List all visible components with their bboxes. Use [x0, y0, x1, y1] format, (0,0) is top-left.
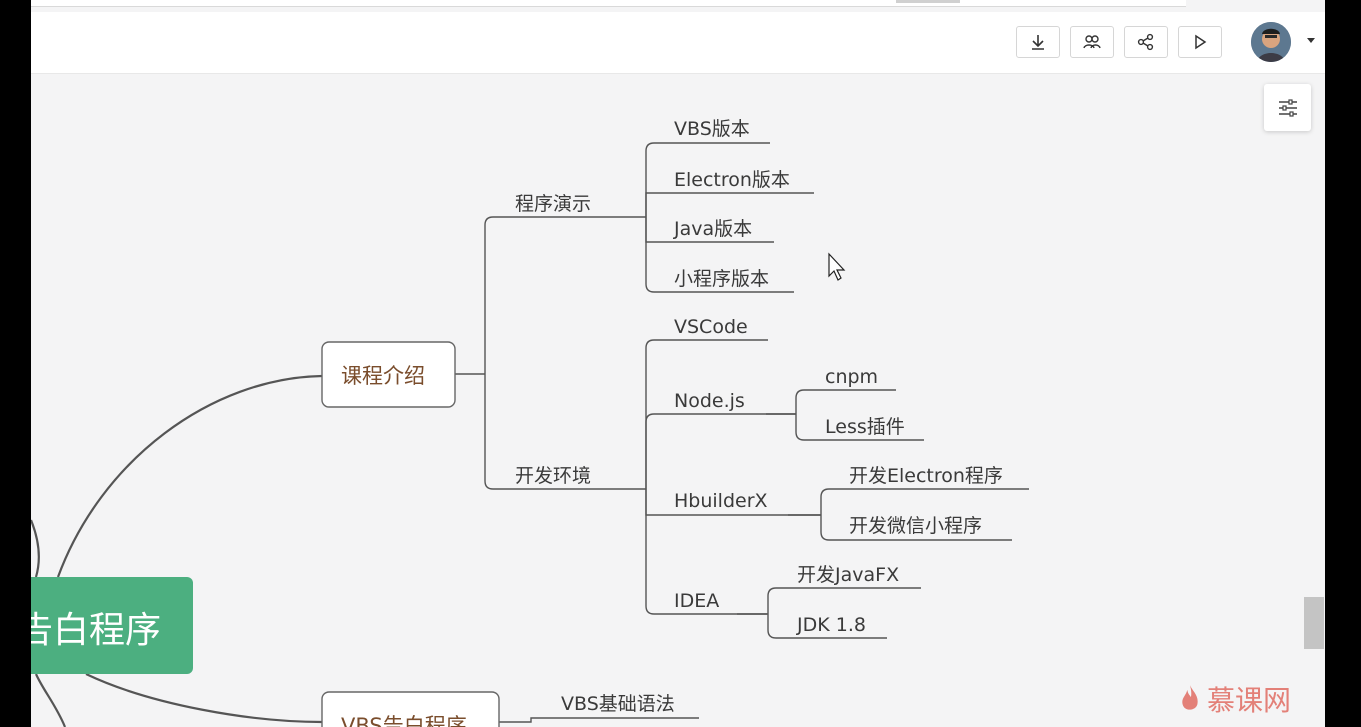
- collaborate-button[interactable]: [1070, 26, 1114, 58]
- topic-node-vbs[interactable]: VBS告白程序: [321, 691, 500, 727]
- watermark: 慕课网: [1179, 676, 1291, 722]
- leaf-vscode[interactable]: VSCode: [674, 316, 748, 338]
- topic-node-course-intro[interactable]: 课程介绍: [321, 341, 456, 408]
- avatar[interactable]: [1251, 22, 1291, 62]
- sliders-icon: [1278, 98, 1297, 117]
- leaf-nodejs[interactable]: Node.js: [674, 390, 745, 412]
- top-bar: [31, 0, 1186, 7]
- avatar-caret-icon[interactable]: [1307, 38, 1315, 43]
- download-icon: [1032, 35, 1044, 50]
- share-icon: [1137, 33, 1154, 51]
- mindmap-canvas[interactable]: 告白程序 课程介绍 VBS告白程序 程序演示 开发环境 VBS版本 Electr…: [31, 0, 1325, 727]
- leaf-hbuilderx[interactable]: HbuilderX: [674, 490, 768, 512]
- leaf-vbs-version[interactable]: VBS版本: [674, 118, 750, 140]
- leaf-vbs-basics[interactable]: VBS基础语法: [561, 693, 675, 715]
- subtopic-dev-env[interactable]: 开发环境: [515, 465, 591, 487]
- users-icon: [1083, 35, 1101, 49]
- avatar-image: [1251, 22, 1291, 62]
- branch-connectors: [455, 142, 1029, 723]
- leaf-less-plugin[interactable]: Less插件: [825, 416, 905, 438]
- play-icon: [1195, 34, 1207, 50]
- browser-top-strip: [31, 0, 1325, 12]
- root-node-label: 告白程序: [31, 610, 161, 651]
- flame-logo-icon: [1182, 685, 1198, 710]
- settings-button[interactable]: [1264, 84, 1311, 131]
- topic-node-label: 课程介绍: [341, 364, 425, 388]
- present-button[interactable]: [1178, 26, 1222, 58]
- leaf-jdk[interactable]: JDK 1.8: [796, 614, 866, 636]
- root-node-box: [31, 577, 193, 674]
- leaf-idea[interactable]: IDEA: [674, 590, 719, 612]
- mindmap-app: 告白程序 课程介绍 VBS告白程序 程序演示 开发环境 VBS版本 Electr…: [31, 0, 1325, 727]
- subtopic-demo[interactable]: 程序演示: [515, 193, 591, 215]
- root-node[interactable]: 告白程序: [31, 577, 193, 674]
- leaf-cnpm[interactable]: cnpm: [825, 366, 878, 388]
- topic-node-box: [321, 691, 500, 727]
- watermark-text: 慕课网: [1207, 684, 1292, 717]
- leaf-dev-electron[interactable]: 开发Electron程序: [849, 465, 1003, 487]
- leaf-dev-wechat[interactable]: 开发微信小程序: [849, 515, 982, 537]
- topic-node-box: [321, 341, 456, 408]
- root-connectors: [31, 374, 323, 727]
- scrollbar-thumb[interactable]: [1304, 597, 1324, 649]
- leaf-javafx[interactable]: 开发JavaFX: [797, 564, 899, 586]
- topic-node-label: VBS告白程序: [341, 714, 467, 727]
- top-selection: [896, 0, 960, 3]
- download-button[interactable]: [1016, 26, 1060, 58]
- leaf-electron-version[interactable]: Electron版本: [674, 169, 790, 191]
- leaf-java-version[interactable]: Java版本: [673, 218, 752, 240]
- share-button[interactable]: [1124, 26, 1168, 58]
- leaf-miniprogram-version[interactable]: 小程序版本: [674, 268, 769, 290]
- toolbar: [31, 12, 1325, 74]
- mouse-cursor-icon: [828, 252, 846, 281]
